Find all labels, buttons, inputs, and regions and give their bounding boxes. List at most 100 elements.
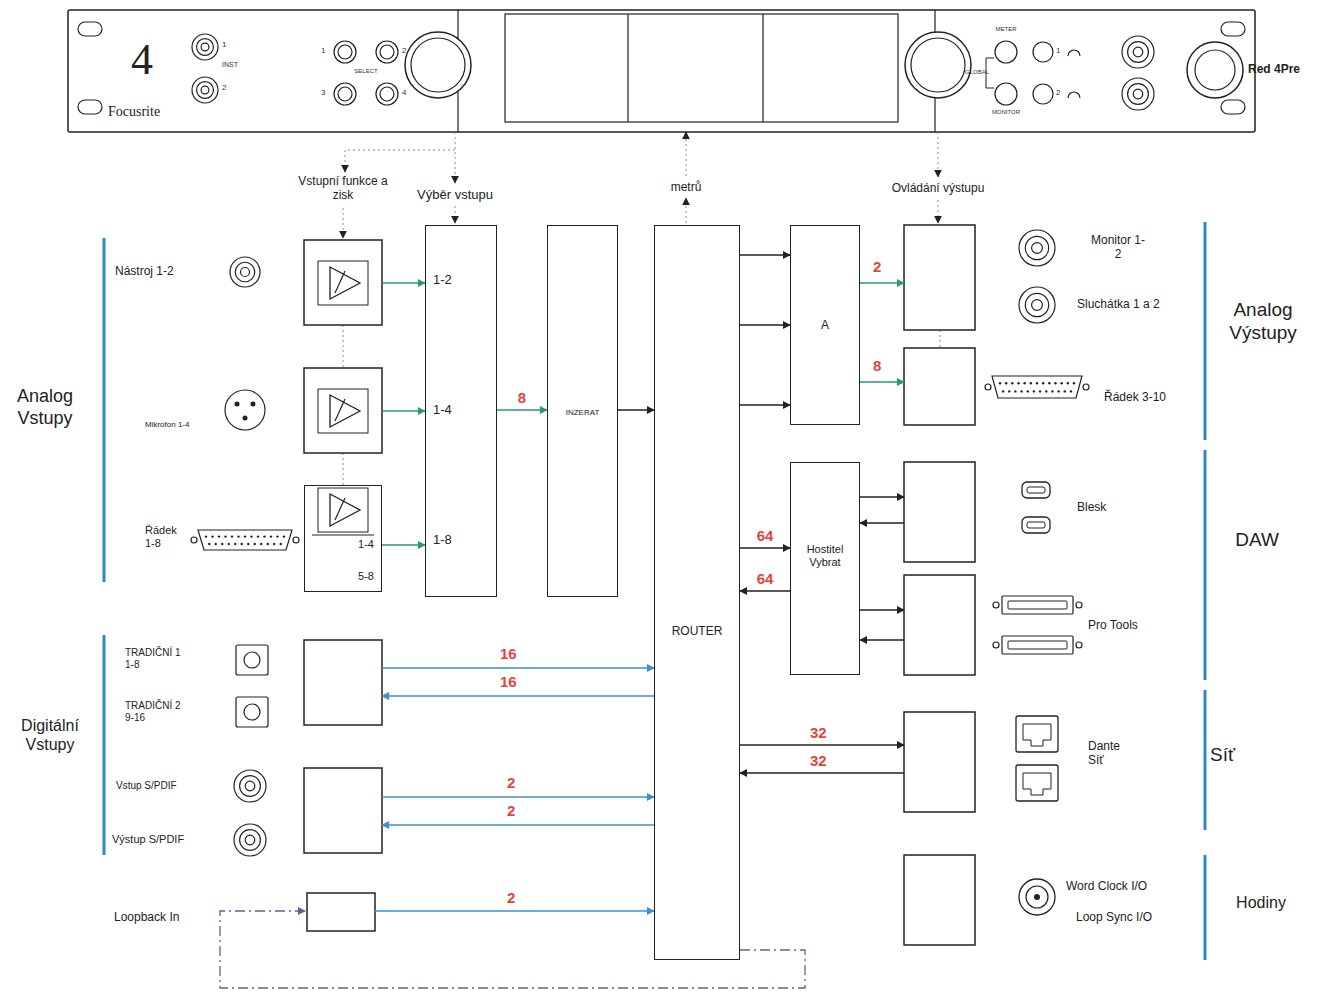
jack-socket xyxy=(1122,36,1154,68)
dsub-pin xyxy=(1030,382,1032,384)
meter-button xyxy=(995,41,1017,63)
signal-path xyxy=(740,254,790,256)
dsub-pin xyxy=(215,543,217,545)
channel-count: 16 xyxy=(498,645,532,663)
jack-socket xyxy=(1019,230,1055,266)
preamp-symbol xyxy=(330,395,360,427)
dsub-pin xyxy=(1067,382,1069,384)
port-label: Loopback In xyxy=(114,910,206,924)
analog-signal xyxy=(860,381,904,383)
dsub-pin xyxy=(205,535,207,537)
jack-hole xyxy=(201,43,209,51)
loopback-path xyxy=(220,911,805,988)
gain-slash xyxy=(335,498,345,520)
daw-signal xyxy=(860,609,904,611)
digital-signal xyxy=(382,796,654,798)
thunderbolt-port xyxy=(1022,517,1050,533)
adat-box xyxy=(304,640,382,725)
jack-socket xyxy=(1019,287,1055,323)
pro-tools-box xyxy=(904,575,975,675)
channel-count: 8 xyxy=(516,389,528,407)
thunderbolt-slot xyxy=(1027,487,1045,493)
preamp-frame xyxy=(318,488,368,532)
digilink-slot xyxy=(1008,641,1067,649)
output-block: A xyxy=(790,225,860,425)
bnc-pin xyxy=(1034,894,1040,900)
dsub-pin xyxy=(1051,390,1053,392)
rj45-socket xyxy=(1023,773,1051,795)
panel-label: INST xyxy=(222,61,248,69)
port-label: Vstup S/PDIF xyxy=(116,780,206,792)
port-label: Blesk xyxy=(1077,500,1137,514)
port-label: Loop Sync I/O xyxy=(1076,910,1188,924)
gang-link xyxy=(940,330,941,348)
dsub-pin xyxy=(244,535,246,537)
channel-count: 2 xyxy=(871,258,895,276)
panel-label: 1 xyxy=(222,40,234,50)
panel-label: 1 xyxy=(321,46,333,56)
xlr-socket xyxy=(225,390,265,430)
jack-hole xyxy=(1032,243,1043,254)
dsub-pin xyxy=(1023,382,1025,384)
thunderbolt-port xyxy=(1022,482,1050,498)
select-button-cap xyxy=(338,87,352,101)
jack-hole xyxy=(245,835,255,845)
jack-socket xyxy=(192,34,218,60)
dsub-pin xyxy=(237,535,239,537)
dsub-pin xyxy=(280,543,282,545)
jack-ring xyxy=(1025,236,1048,259)
dsub-pin xyxy=(247,543,249,545)
preamp-symbol xyxy=(330,494,360,526)
select-button xyxy=(334,41,356,63)
dsub-pin xyxy=(250,535,252,537)
preamp-symbol xyxy=(330,267,360,299)
jack-socket xyxy=(234,824,266,856)
rotary-knob xyxy=(905,32,971,98)
thunderbolt-box xyxy=(904,462,975,562)
analog-signal xyxy=(497,409,547,411)
brand-name: Focusrite xyxy=(108,104,192,121)
jack-ring xyxy=(197,39,214,56)
dsub-pin xyxy=(273,543,275,545)
port-label: Řádek 1-8 xyxy=(145,524,187,550)
dsub-pin xyxy=(1036,382,1038,384)
dsub-pin xyxy=(1070,390,1072,392)
xlr-pin xyxy=(243,416,248,421)
preamp-box xyxy=(304,240,382,325)
dsub-pin xyxy=(228,543,230,545)
digital-signal xyxy=(382,695,654,697)
small-button xyxy=(1033,84,1053,104)
monitor-button xyxy=(995,83,1017,105)
dsub-screw xyxy=(1076,602,1082,608)
section-label: Analog Výstupy xyxy=(1208,299,1318,345)
network-signal xyxy=(740,772,904,774)
dsub-pin xyxy=(218,535,220,537)
jack-ring xyxy=(240,776,261,797)
preamp-box: 1-45-8 xyxy=(304,485,382,592)
digilink-slot xyxy=(1008,601,1067,609)
channel-count: 64 xyxy=(755,527,776,545)
bnc-socket xyxy=(1019,879,1055,915)
panel-label: METER xyxy=(986,26,1026,33)
dsub-pin xyxy=(283,535,285,537)
digilink-port xyxy=(1002,596,1073,614)
jack-hole xyxy=(1133,89,1143,99)
dsub-pin xyxy=(1033,390,1035,392)
panel-label: MONITOR xyxy=(984,109,1028,116)
channel-count: 8 xyxy=(871,357,895,375)
dsub-pin xyxy=(1057,390,1059,392)
section-label: Síť xyxy=(1210,744,1256,767)
rack-ear-slot xyxy=(78,22,102,36)
gain-slash xyxy=(335,271,345,293)
section-bar xyxy=(103,238,106,855)
block-label: Hostitel Vybrat xyxy=(791,543,859,569)
section-label: Digitální Vstupy xyxy=(6,716,94,754)
jack-ring xyxy=(235,262,255,282)
control-link xyxy=(345,150,455,172)
thunderbolt-slot xyxy=(1027,522,1045,528)
select-button-cap xyxy=(338,45,352,59)
rack-ear-slot xyxy=(1221,100,1245,114)
jack-socket xyxy=(234,770,266,802)
daw-signal xyxy=(860,639,904,641)
port-label: TRADIČNÍ 1 1-8 xyxy=(125,647,189,671)
